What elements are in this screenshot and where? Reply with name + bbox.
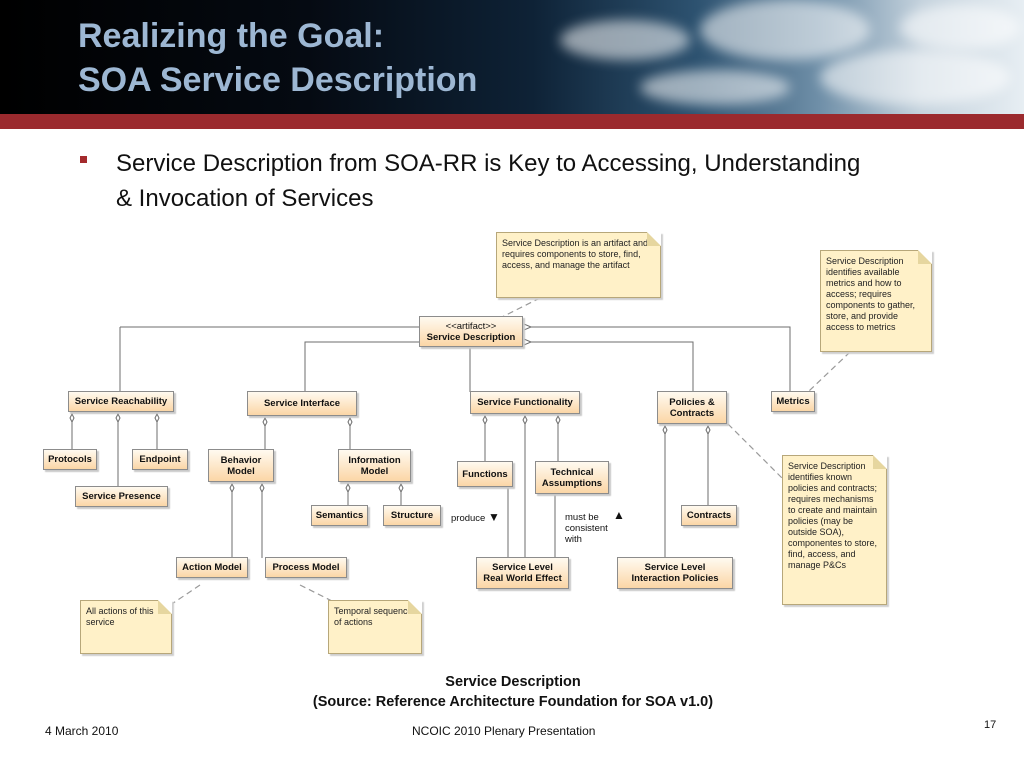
information-model-box: Information Model (338, 449, 411, 482)
note-fold-icon (408, 600, 422, 614)
actions-note-text: All actions of this service (86, 606, 154, 627)
policies-note: Service Description identifies known pol… (782, 455, 887, 605)
note-anchor-line (499, 297, 541, 319)
endpoint-box: Endpoint (132, 449, 188, 470)
metrics-box: Metrics (771, 391, 815, 412)
action-model-box: Action Model (176, 557, 248, 578)
connector-line (304, 341, 420, 392)
service-description-box: <<artifact>> Service Description (419, 316, 523, 347)
down-arrow-icon: ▼ (487, 510, 500, 524)
note-anchor-line (727, 423, 783, 479)
service-reachability-box: Service Reachability (68, 391, 174, 412)
aggregation-diamond (347, 416, 353, 428)
aggregation-diamond (262, 416, 268, 428)
aggregation-diamond (259, 482, 265, 494)
service-presence-box: Service Presence (75, 486, 168, 507)
footer-date: 4 March 2010 (45, 724, 119, 738)
cloud-texture (900, 5, 1020, 50)
aggregation-diamond (522, 414, 528, 426)
caption-line-2: (Source: Reference Architecture Foundati… (312, 694, 714, 710)
consistent-label: must be consistent with (565, 512, 608, 545)
semantics-box: Semantics (311, 505, 368, 526)
technical-assumptions-box: Technical Assumptions (535, 461, 609, 494)
aggregation-diamond (345, 482, 351, 494)
connector-line (531, 326, 791, 392)
header-banner: Realizing the Goal: SOA Service Descript… (0, 0, 1024, 114)
service-functionality-box: Service Functionality (470, 391, 580, 414)
structure-box: Structure (383, 505, 441, 526)
functions-box: Functions (457, 461, 513, 487)
note-anchor-line (299, 584, 341, 606)
cloud-texture (820, 50, 1010, 105)
note-fold-icon (647, 232, 661, 246)
cloud-texture (640, 70, 790, 105)
diagram-caption: Service Description (Source: Reference A… (200, 672, 826, 712)
aggregation-diamond (229, 482, 235, 494)
accent-bar (0, 114, 1024, 129)
produce-label-text: produce (451, 513, 486, 524)
note-fold-icon (918, 250, 932, 264)
cloud-texture (700, 0, 870, 60)
artifact-note: Service Description is an artifact and r… (496, 232, 661, 298)
title-line-1: Realizing the Goal: (78, 17, 385, 55)
cloud-texture (560, 20, 690, 60)
service-description-label: Service Description (426, 331, 516, 343)
bullet-text: Service Description from SOA-RR is Key t… (116, 150, 861, 212)
note-anchor-line (807, 351, 851, 393)
caption-line-1: Service Description (445, 674, 581, 690)
behavior-model-box: Behavior Model (208, 449, 274, 482)
protocols-box: Protocols (43, 449, 97, 470)
aggregation-diamond (154, 412, 160, 424)
service-interface-box: Service Interface (247, 391, 357, 416)
square-bullet-icon (80, 156, 87, 163)
service-level-real-world-effect-box: Service Level Real World Effect (476, 557, 569, 589)
service-level-interaction-policies-box: Service Level Interaction Policies (617, 557, 733, 589)
metrics-note-text: Service Description identifies available… (826, 256, 916, 332)
aggregation-diamond (555, 414, 561, 426)
aggregation-diamond (662, 424, 668, 436)
actions-note: All actions of this service (80, 600, 172, 654)
metrics-note: Service Description identifies available… (820, 250, 932, 352)
artifact-stereotype: <<artifact>> (445, 320, 497, 332)
footer-center: NCOIC 2010 Plenary Presentation (412, 724, 596, 738)
aggregation-diamond (398, 482, 404, 494)
up-arrow-icon: ▲ (613, 508, 625, 522)
artifact-note-text: Service Description is an artifact and r… (502, 238, 649, 270)
temporal-note: Temporal sequence of actions (328, 600, 422, 654)
produce-label: produce ▼ (451, 510, 500, 524)
page-number: 17 (984, 719, 997, 731)
aggregation-diamond (705, 424, 711, 436)
slide-title: Realizing the Goal: SOA Service Descript… (78, 14, 477, 102)
aggregation-diamond (69, 412, 75, 424)
aggregation-diamond (115, 412, 121, 424)
connector-line (531, 341, 694, 392)
title-line-2: SOA Service Description (78, 61, 478, 99)
policies-contracts-box: Policies & Contracts (657, 391, 727, 424)
note-fold-icon (158, 600, 172, 614)
temporal-note-text: Temporal sequence of actions (334, 606, 413, 627)
note-fold-icon (873, 455, 887, 469)
contracts-box: Contracts (681, 505, 737, 526)
process-model-box: Process Model (265, 557, 347, 578)
policies-note-text: Service Description identifies known pol… (788, 461, 878, 570)
aggregation-diamond (482, 414, 488, 426)
